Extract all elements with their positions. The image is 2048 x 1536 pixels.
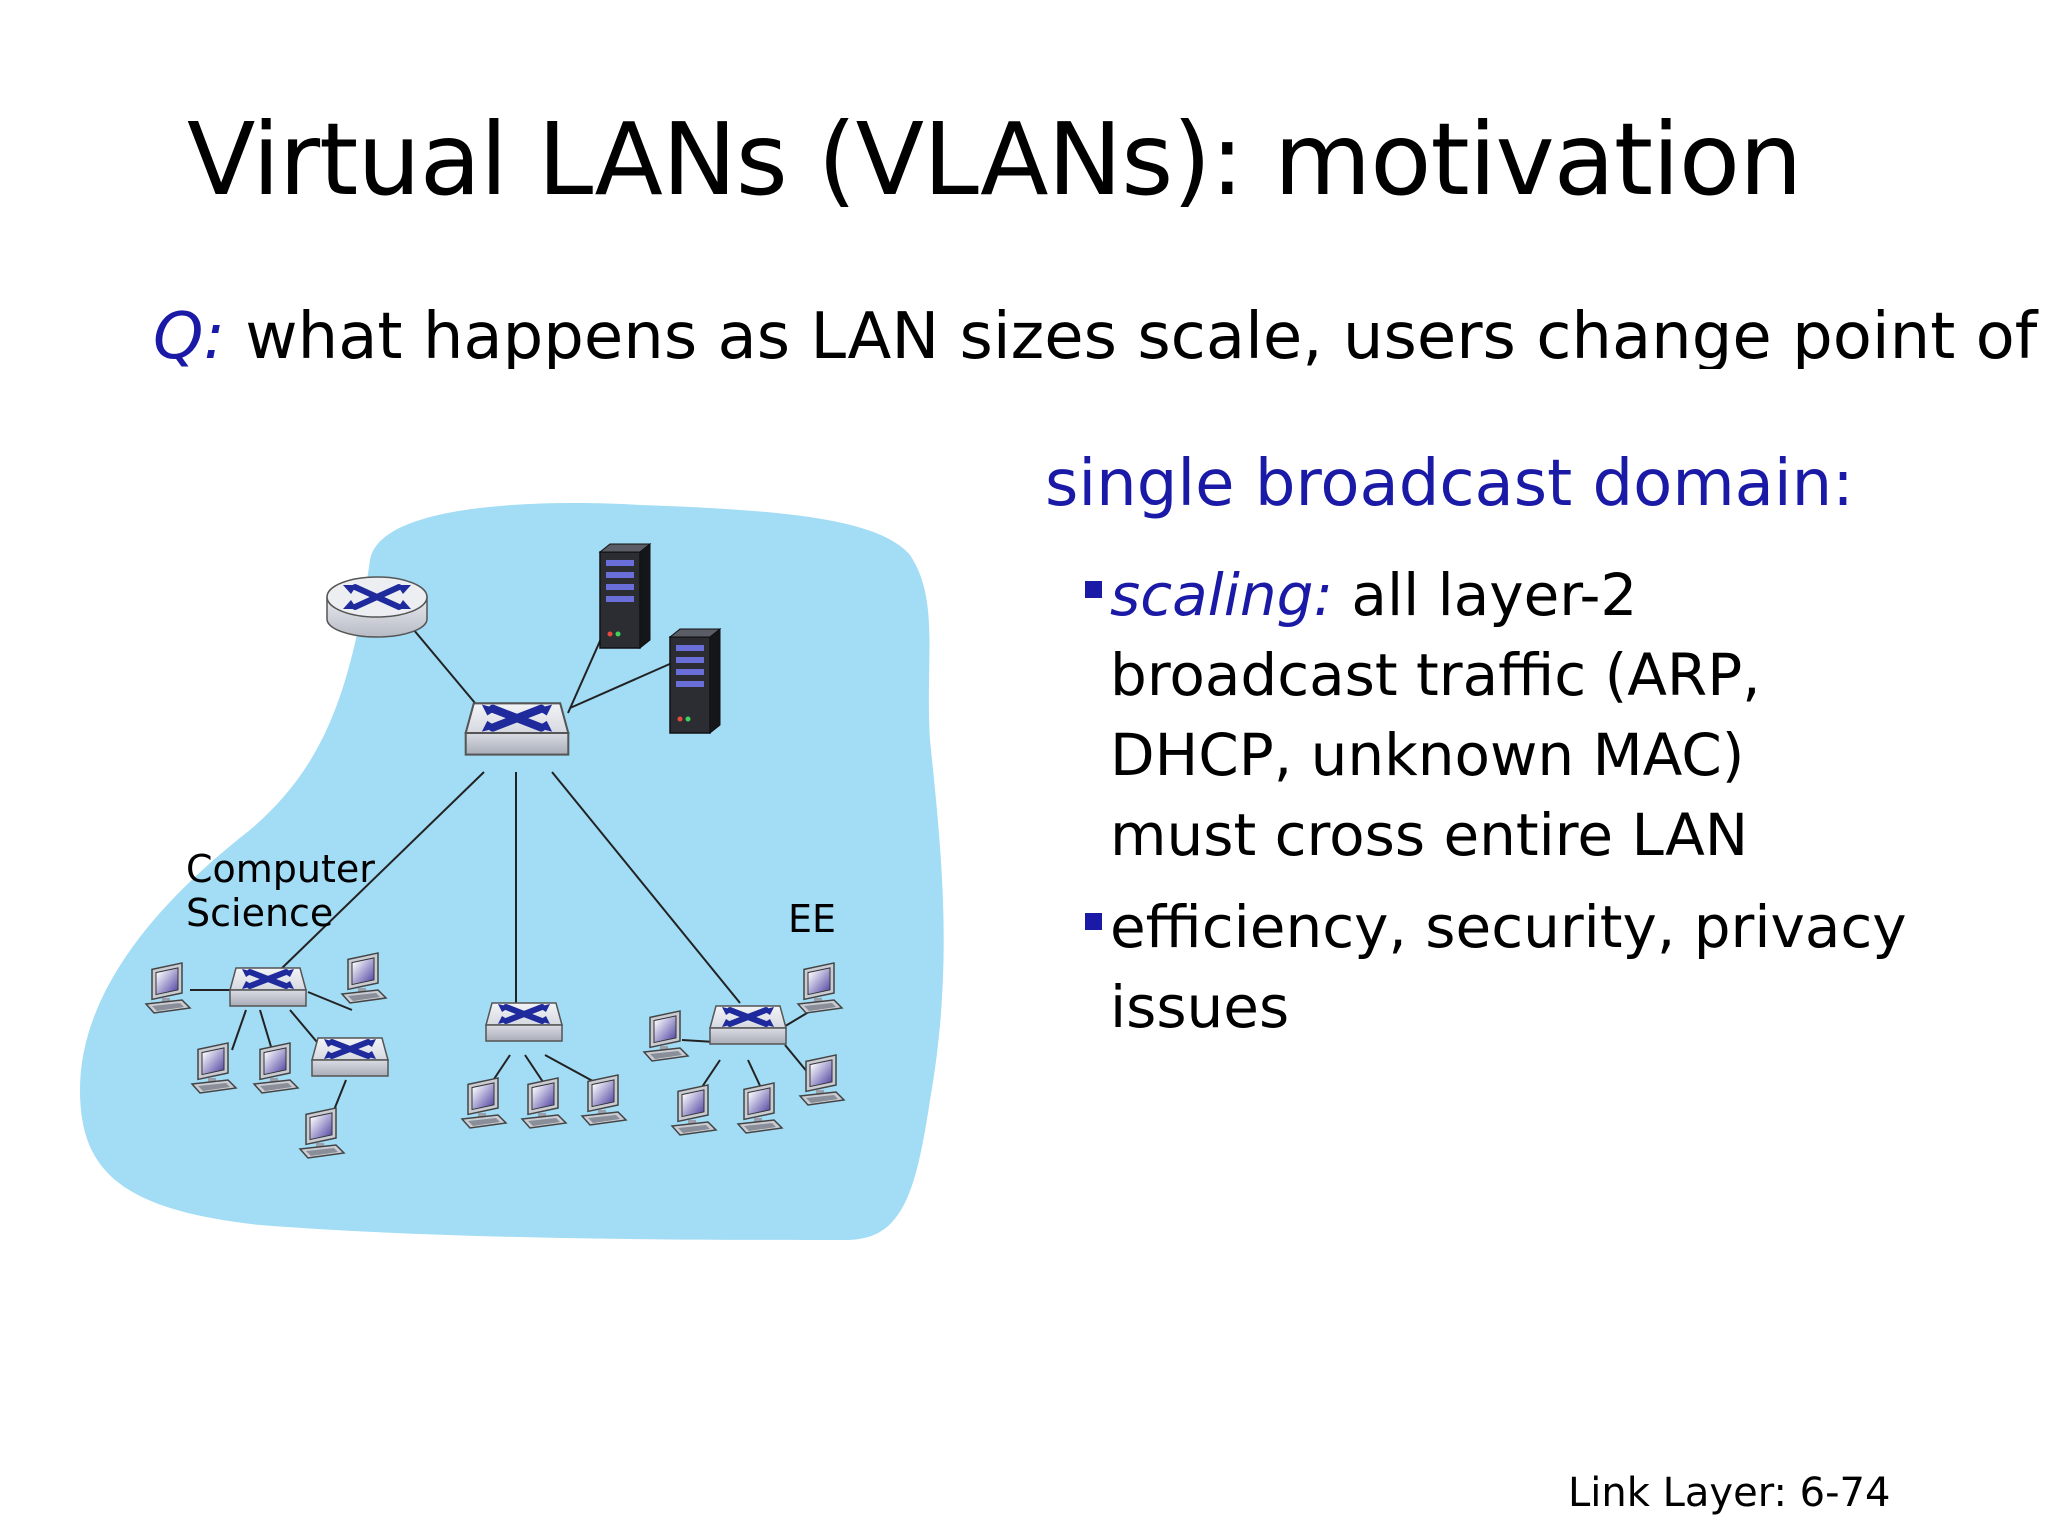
cs-switch-icon — [312, 1038, 388, 1076]
bullet-line: scaling: all layer-2 — [1110, 555, 2010, 635]
question-prefix: Q: — [153, 305, 225, 369]
bullet-efficiency: efficiency, security, privacy issues — [1085, 887, 2010, 1047]
bullet-line: issues — [1110, 973, 1290, 1041]
ee-switch-icon — [710, 1006, 786, 1044]
section-heading: single broadcast domain: — [1045, 447, 1854, 521]
bullet-line: must cross entire LAN — [1110, 801, 1749, 869]
bullet-square-icon — [1085, 913, 1102, 930]
network-diagram: Computer Science EE — [80, 503, 944, 1240]
server-icon — [669, 628, 721, 734]
label-ee: EE — [788, 897, 836, 941]
bullet-square-icon — [1085, 581, 1102, 598]
label-computer-science-1: Computer — [186, 847, 375, 891]
router-icon — [326, 576, 428, 638]
slide-footer: Link Layer: 6-74 — [1568, 1470, 1891, 1516]
server-icon — [599, 543, 651, 649]
core-switch-icon — [466, 703, 569, 754]
bullet-line: DHCP, unknown MAC) — [1110, 721, 1745, 789]
bullet-line: efficiency, security, privacy — [1110, 893, 1907, 961]
bullet-lead: scaling: — [1110, 561, 1333, 629]
network-links — [190, 622, 819, 1116]
question-text: what happens as LAN sizes scale, users c… — [245, 305, 2048, 369]
question-line: Q: what happens as LAN sizes scale, user… — [153, 305, 2048, 369]
middle-switch-icon — [486, 1003, 562, 1041]
bullet-list: scaling: all layer-2 broadcast traffic (… — [1085, 555, 2010, 1059]
label-computer-science-2: Science — [186, 891, 333, 935]
broadcast-domain-area — [80, 503, 944, 1240]
bullet-scaling: scaling: all layer-2 broadcast traffic (… — [1085, 555, 2010, 875]
bullet-text: all layer-2 — [1333, 561, 1638, 629]
cs-switch-icon — [230, 968, 306, 1006]
bullet-line: broadcast traffic (ARP, — [1110, 641, 1761, 709]
slide-title: Virtual LANs (VLANs): motivation — [187, 101, 1802, 218]
